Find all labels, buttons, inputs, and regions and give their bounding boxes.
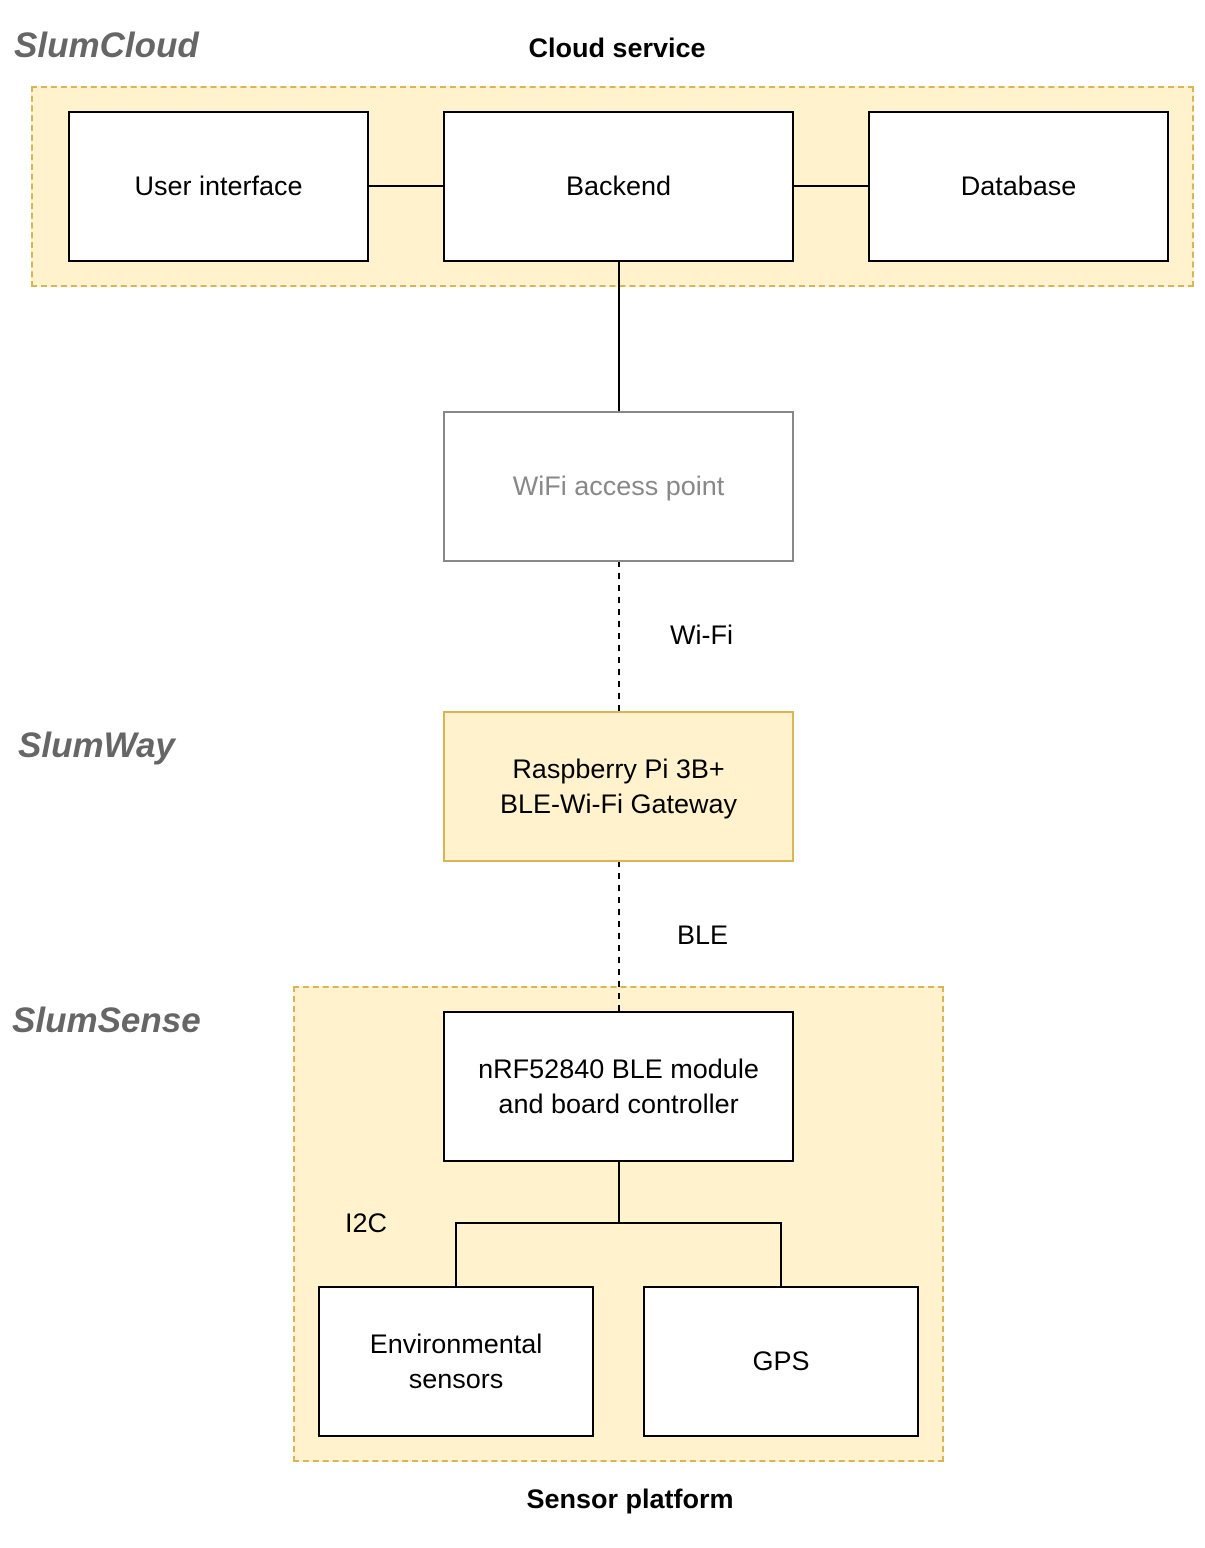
- edge-i2c-gps: [619, 1222, 782, 1286]
- database-node: Database: [868, 111, 1169, 262]
- user-interface-label: User interface: [134, 171, 303, 201]
- wifi-access-point-label: WiFi access point: [512, 471, 725, 501]
- edge-i2c-env: [455, 1161, 620, 1286]
- gps-label: GPS: [752, 1346, 810, 1376]
- cloud-service-title: Cloud service: [528, 33, 706, 63]
- slumsense-label: SlumSense: [12, 1001, 201, 1040]
- gps-node: GPS: [643, 1286, 919, 1437]
- environmental-sensors-node: Environmental sensors: [318, 1286, 594, 1437]
- wifi-access-point-node: WiFi access point: [443, 411, 794, 562]
- gateway-label: Raspberry Pi 3B+ BLE-Wi-Fi Gateway: [499, 753, 738, 819]
- backend-label: Backend: [565, 171, 672, 201]
- ble-edge-label: BLE: [677, 920, 729, 950]
- i2c-edge-label: I2C: [345, 1208, 388, 1238]
- backend-node: Backend: [443, 111, 794, 262]
- ble-module-node: nRF52840 BLE module and board controller: [443, 1011, 794, 1162]
- slumway-label: SlumWay: [18, 726, 175, 765]
- user-interface-node: User interface: [68, 111, 369, 262]
- sensor-platform-title: Sensor platform: [526, 1484, 734, 1514]
- ble-module-label: nRF52840 BLE module and board controller: [478, 1053, 759, 1119]
- environmental-sensors-label: Environmental sensors: [369, 1328, 543, 1394]
- slumcloud-label: SlumCloud: [14, 26, 199, 65]
- gateway-node: Raspberry Pi 3B+ BLE-Wi-Fi Gateway: [443, 711, 794, 862]
- wifi-edge-label: Wi-Fi: [670, 620, 733, 650]
- database-label: Database: [960, 171, 1077, 201]
